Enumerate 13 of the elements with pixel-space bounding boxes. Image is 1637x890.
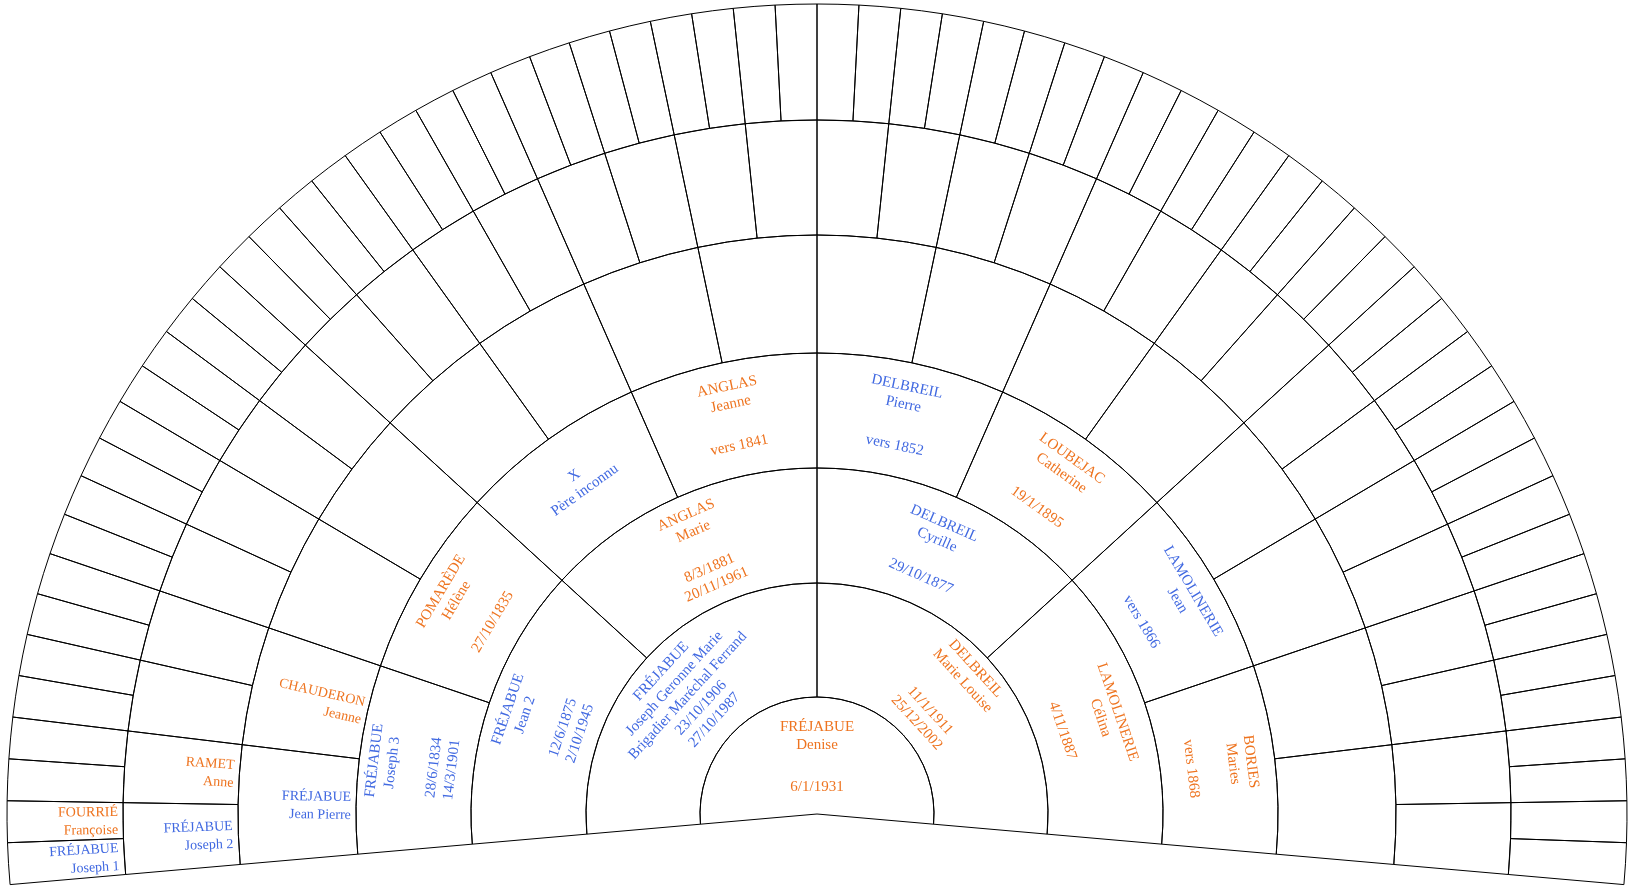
surname-label: FRÉJABUE xyxy=(779,717,855,735)
given-name-label: Anne xyxy=(202,772,235,793)
date-label: vers 1868 xyxy=(1179,738,1205,799)
date-label: 6/1/1931 xyxy=(790,777,844,795)
date-label: vers 1841 xyxy=(708,429,770,459)
given-name-label: Denise xyxy=(796,735,838,753)
surname-label: RAMET xyxy=(185,752,236,775)
surname-label: FOURRIÉ xyxy=(57,802,119,822)
given-name-label: Françoise xyxy=(63,820,119,840)
surname-label: FRÉJABUE xyxy=(281,787,352,807)
given-name-label: Jean Pierre xyxy=(288,805,352,825)
date-label: vers 1852 xyxy=(864,429,926,459)
given-name-label: Joseph 3 xyxy=(380,735,404,790)
